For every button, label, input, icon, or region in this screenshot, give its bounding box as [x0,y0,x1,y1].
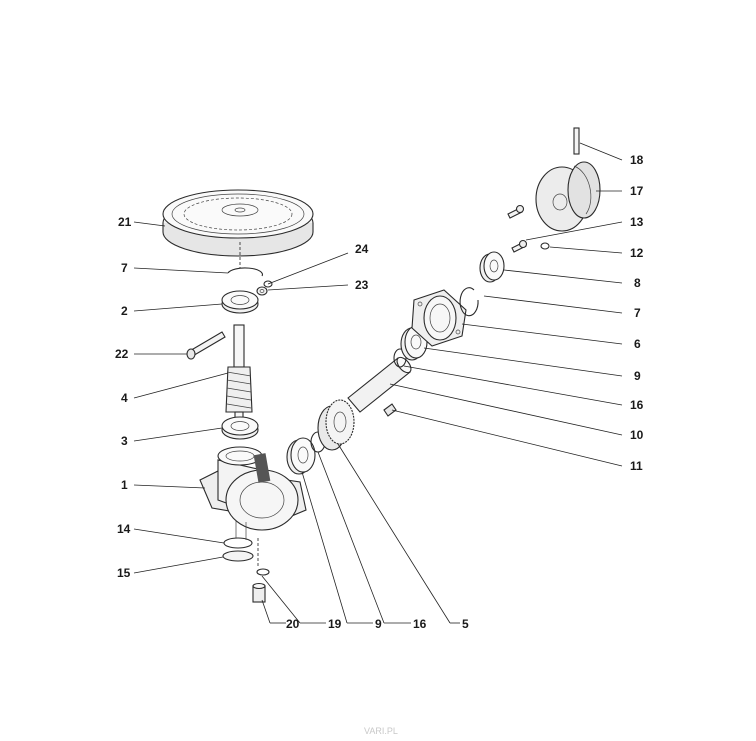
callout-5: 5 [462,617,469,631]
callout-14: 14 [117,522,131,536]
callout-23: 23 [355,278,369,292]
flange-cover [411,289,467,347]
circlip-right [459,287,479,317]
pulley-pin [573,127,580,155]
callout-17: 17 [630,184,644,198]
flange-bolt-a [507,204,525,219]
pulley-large [162,189,314,257]
callout-1: 1 [121,478,128,492]
callout-12: 12 [630,246,644,260]
callout-13: 13 [630,215,644,229]
callout-7-left: 7 [121,261,128,275]
output-bearing-lower [286,437,316,475]
leader-lines [133,142,623,624]
callout-24: 24 [355,242,369,256]
upper-bearing [221,290,259,314]
callout-21: 21 [118,215,132,229]
callout-9-upper: 9 [634,369,641,383]
long-bolt [186,331,226,360]
worm-gear [317,399,355,451]
drain-washer [256,568,270,576]
callout-10: 10 [630,428,644,442]
shaft-key [383,403,397,417]
callout-2: 2 [121,304,128,318]
lower-bearing [221,416,259,440]
callout-9-lower: 9 [375,617,382,631]
base-oring [223,537,253,549]
callout-3: 3 [121,434,128,448]
output-shaft [347,356,412,413]
callout-22: 22 [115,347,129,361]
callout-4: 4 [121,391,128,405]
watermark-text: VARI.PL [364,726,398,736]
callout-labels: 21 7 2 22 4 3 1 14 15 24 23 18 17 13 12 … [115,153,644,631]
callout-20: 20 [286,617,300,631]
callout-15: 15 [117,566,131,580]
pulley-small [535,161,601,232]
callout-18: 18 [630,153,644,167]
callout-6: 6 [634,337,641,351]
callout-16-lower: 16 [413,617,427,631]
callout-7-right: 7 [634,306,641,320]
bolt-washer [540,242,550,250]
base-seal [222,550,254,562]
small-washer [256,280,273,296]
callout-16-upper: 16 [630,398,644,412]
callout-19: 19 [328,617,342,631]
drain-plug [252,582,266,603]
callout-8: 8 [634,276,641,290]
flange-bolt-b [511,239,528,253]
gearbox-housing [199,446,307,540]
callout-11: 11 [630,459,643,473]
pulley-bearing [479,251,505,283]
worm-shaft [225,324,253,421]
circlip-left [227,267,263,277]
